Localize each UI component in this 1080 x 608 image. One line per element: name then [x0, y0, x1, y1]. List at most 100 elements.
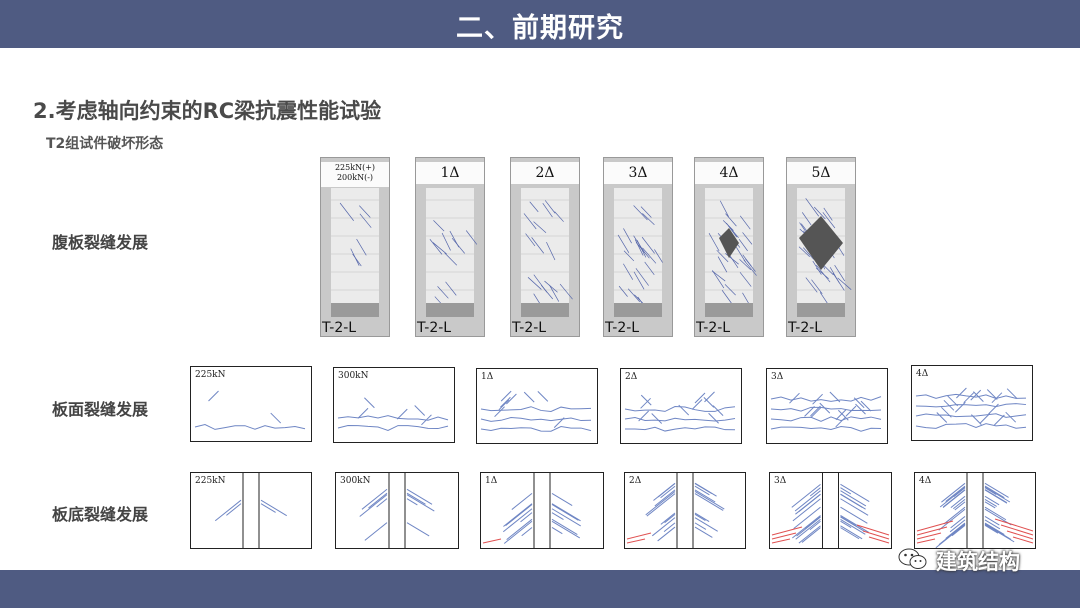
web-crack [803, 247, 815, 260]
bottom-crack [984, 519, 1001, 530]
bottom-crack [954, 501, 966, 511]
bottom-crack [503, 520, 533, 544]
row-label-bottom: 板底裂缝发展 [52, 505, 149, 524]
watermark-text: 建筑结构 [936, 550, 1020, 574]
web-crack [654, 249, 663, 263]
web-crack [725, 213, 737, 227]
surface-crack [941, 406, 952, 418]
bottom-crack [840, 527, 860, 540]
web-crack [739, 259, 752, 271]
bottom-crack [984, 523, 1015, 543]
web-crack [633, 205, 648, 221]
surface-crack [810, 407, 822, 419]
surface-crack [789, 392, 800, 404]
page-title: 二、前期研究 [456, 13, 624, 44]
bottom-crack [260, 499, 287, 517]
bottom-crack [840, 515, 869, 533]
web-photo-image [511, 158, 579, 336]
bottom-crack [505, 504, 533, 527]
bottom-crack [952, 499, 966, 510]
surface-crack [829, 391, 841, 403]
wechat-icon [898, 547, 928, 576]
bottom-crack-panel-3: 1Δ [480, 472, 604, 549]
surface-crack [691, 399, 703, 410]
bottom-crack [792, 498, 821, 522]
photo-label: 2Δ [511, 162, 579, 184]
bottom-crack-panel-6: 4Δ [914, 472, 1036, 549]
edge-crack [1006, 530, 1034, 540]
web-crack [559, 283, 573, 300]
bottom-crack [984, 522, 1005, 536]
edge-crack [994, 518, 1034, 532]
bottom-crack [521, 527, 533, 537]
edge-crack [626, 538, 646, 544]
web-crack [429, 239, 443, 255]
bottom-crack [984, 524, 999, 534]
bottom-crack [795, 519, 821, 540]
edge-crack [771, 526, 803, 536]
web-crack [549, 284, 560, 302]
bottom-crack [840, 516, 856, 527]
photo-label: 5Δ [787, 162, 855, 184]
bottom-crack [551, 520, 581, 539]
bottom-crack [694, 526, 713, 538]
panel-label: 4Δ [919, 476, 932, 486]
edge-crack [1000, 524, 1034, 536]
bottom-crack [945, 485, 966, 502]
beam-base [614, 303, 662, 317]
surface-crack [678, 404, 690, 416]
specimen-label: T-2-L [417, 320, 452, 336]
bottom-crack [520, 512, 533, 523]
surface-crack [994, 414, 1005, 426]
web-crack [724, 284, 736, 296]
edge-crack [626, 532, 652, 540]
bottom-crack-panel-4: 2Δ [624, 472, 746, 549]
web-photo-image [695, 158, 763, 336]
surface-crack [936, 412, 948, 423]
bottom-crack [984, 487, 997, 495]
surface-crack [523, 391, 535, 403]
bottom-crack [791, 483, 821, 508]
bottom-crack [551, 527, 563, 535]
web-crack [635, 268, 649, 286]
bottom-crack [694, 489, 716, 503]
surface-crack [970, 389, 982, 401]
surface-crack [943, 399, 955, 411]
bottom-crack [660, 512, 676, 525]
web-photo-image [321, 158, 389, 336]
surface-crack [860, 400, 872, 412]
bottom-crack [406, 492, 426, 505]
surface-crack [694, 392, 706, 404]
bottom-crack [984, 501, 996, 509]
beam-base [331, 303, 379, 317]
top-crack-panel-5: 3Δ [766, 368, 888, 444]
bottom-crack [654, 489, 676, 507]
photo-label: 1Δ [416, 162, 484, 184]
web-crack [437, 286, 449, 299]
crack-sketch [482, 473, 581, 548]
surface-crack [396, 408, 408, 420]
top-crack-panel-1: 225kN [190, 366, 312, 442]
surface-crack [770, 416, 882, 422]
panel-label: 1Δ [485, 476, 498, 486]
web-crack [642, 213, 655, 226]
web-crack [717, 256, 728, 273]
panel-label: 1Δ [481, 372, 494, 382]
web-crack [708, 233, 720, 252]
bottom-crack [949, 519, 966, 533]
surface-crack [537, 390, 549, 402]
web-crack [736, 247, 746, 263]
beam-base [521, 303, 569, 317]
surface-crack [845, 405, 857, 417]
bottom-crack [794, 490, 821, 512]
bottom-crack [942, 489, 966, 508]
bottom-crack [694, 485, 710, 496]
bottom-crack [840, 506, 868, 524]
surface-crack [855, 403, 866, 415]
bottom-crack [984, 489, 1008, 504]
row-label-top: 板面裂缝发展 [52, 400, 149, 419]
surface-crack [973, 391, 984, 402]
bottom-crack [646, 493, 676, 517]
edge-crack [916, 526, 948, 536]
surface-crack [498, 399, 510, 411]
